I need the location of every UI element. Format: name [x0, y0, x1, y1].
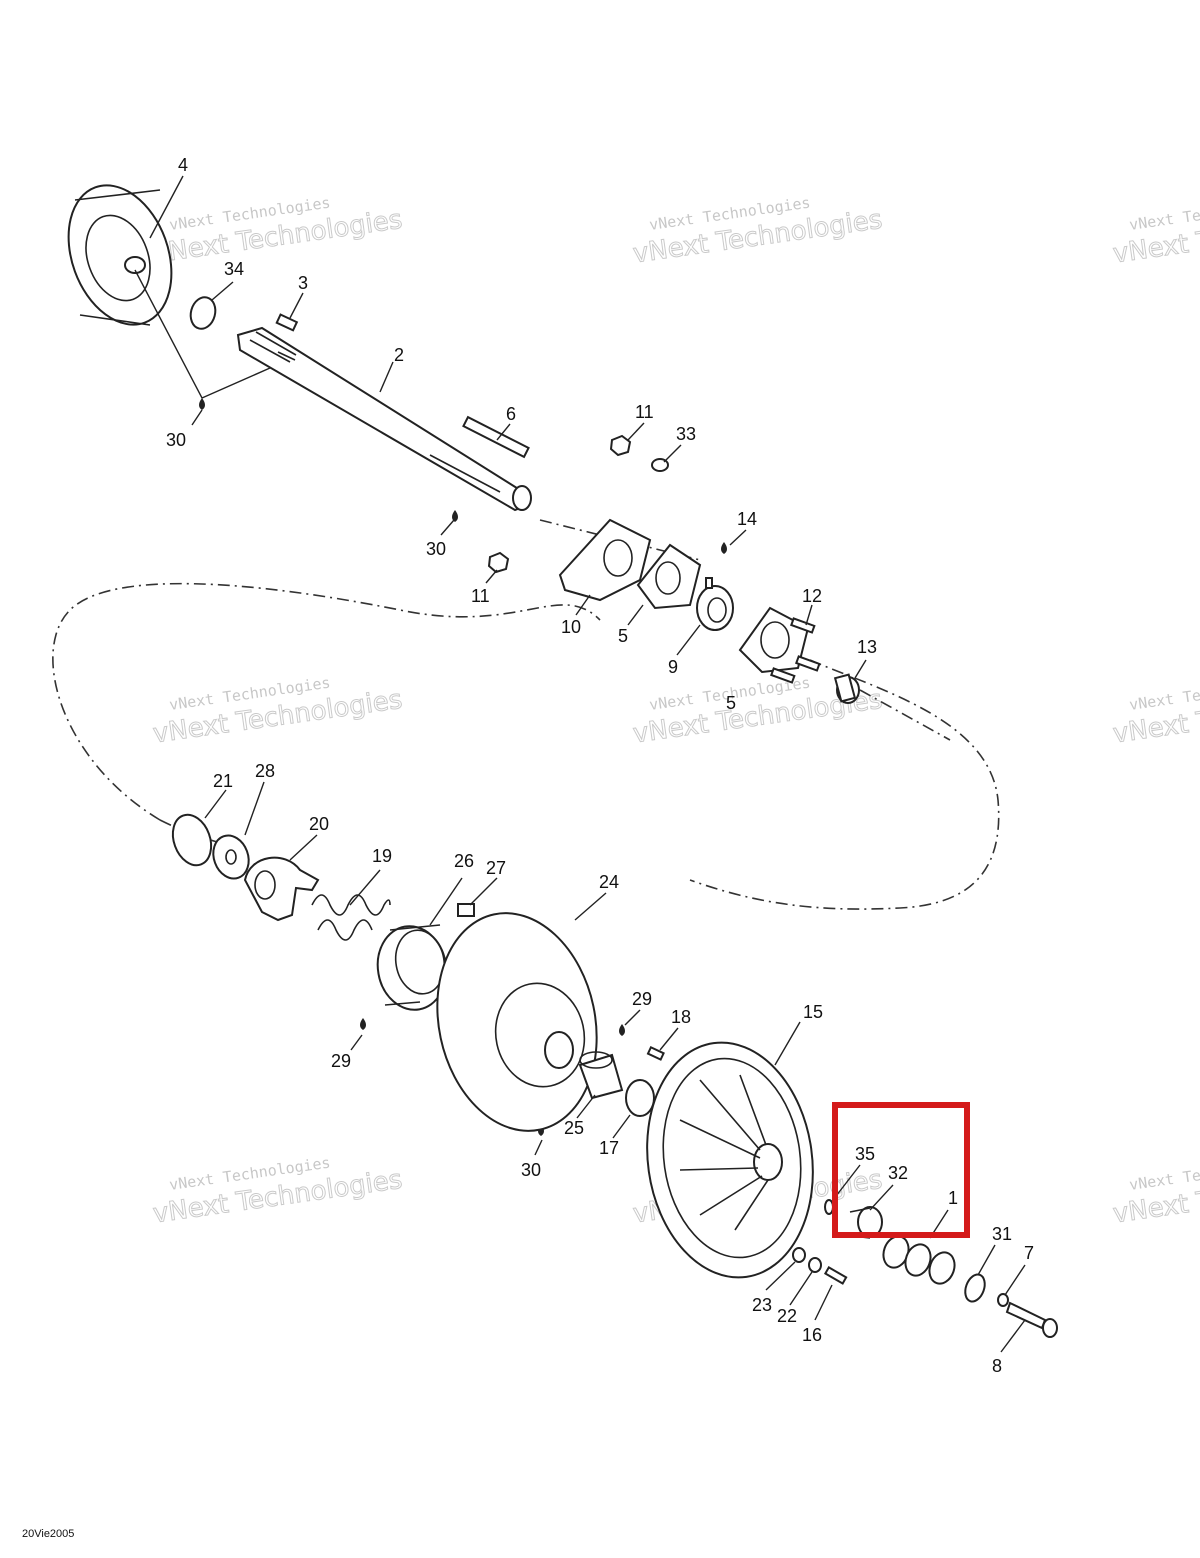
part-label: 19: [372, 846, 392, 866]
part-11-nut: [609, 434, 632, 457]
watermark: vNext Technologies vNext Technologies: [151, 1154, 405, 1230]
part-10-bracket-plate: [558, 518, 652, 602]
part-label: 17: [599, 1138, 619, 1158]
part-label: 10: [561, 617, 581, 637]
part-14-set-screw: [705, 577, 713, 589]
part-23-washer: [792, 1247, 806, 1263]
part-label: 12: [802, 586, 822, 606]
leader-lines: [134, 175, 1026, 1353]
part-label: 20: [309, 814, 329, 834]
part-28-washer: [212, 834, 250, 880]
part-label: 27: [486, 858, 506, 878]
part-label: 30: [521, 1160, 541, 1180]
part-label: 8: [992, 1356, 1002, 1376]
part-label: 25: [564, 1118, 584, 1138]
part-2-shaft: [236, 326, 532, 512]
part-label: 11: [635, 402, 654, 422]
part-18-key: [646, 1045, 665, 1061]
part-5-bearing-flange: [636, 543, 702, 610]
part-label: 35: [855, 1144, 875, 1164]
drive-belt-path: [52, 582, 1000, 910]
watermark: vNext Technologies vNext Technologies: [1111, 194, 1200, 270]
grease-drop-icon: [721, 542, 727, 554]
part-label: 6: [506, 404, 516, 424]
part-label: 31: [992, 1224, 1012, 1244]
part-label: 7: [1024, 1243, 1034, 1263]
part-17-washer: [625, 1079, 655, 1117]
watermark: vNext Technologies vNext Technologies: [631, 194, 885, 270]
part-label: 2: [394, 345, 404, 365]
part-4-pulley: [67, 184, 173, 326]
part-label: 26: [454, 851, 474, 871]
footer-code: 20Vie2005: [22, 1528, 75, 1540]
part-34-o-ring: [189, 296, 217, 330]
grease-drop-icon: [360, 1018, 366, 1030]
part-label: 4: [178, 155, 188, 175]
part-35-washer: [824, 1199, 834, 1215]
part-16-screw: [823, 1266, 848, 1285]
part-label: 11: [471, 586, 490, 606]
part-24-sliding-sheave: [436, 912, 598, 1132]
part-1-shim: [882, 1235, 956, 1285]
watermark: vNext Technologies vNext Technologies: [151, 674, 405, 750]
part-label: 32: [888, 1163, 908, 1183]
part-label: 9: [668, 657, 678, 677]
part-12-bolt: [770, 617, 821, 684]
part-label: 30: [166, 430, 186, 450]
part-25-bushing: [578, 1051, 624, 1100]
part-9-bearing: [696, 585, 734, 631]
part-20-cam: [243, 856, 320, 922]
grease-drop-icon: [452, 510, 458, 522]
part-19-spring: [311, 894, 391, 941]
watermark: vNext Technologies vNext Technologies: [1111, 674, 1200, 750]
part-label: 22: [777, 1306, 797, 1326]
part-label: 23: [752, 1295, 772, 1315]
part-label: 29: [632, 989, 652, 1009]
part-label: 16: [802, 1325, 822, 1345]
part-label: 3: [298, 273, 308, 293]
part-label: 15: [803, 1002, 823, 1022]
part-22-nut: [808, 1257, 822, 1273]
part-7-washer: [997, 1293, 1009, 1307]
part-15-fixed-sheave: [646, 1041, 814, 1279]
highlight-box: [832, 1102, 970, 1238]
part-31-washer: [964, 1273, 986, 1303]
part-label: 1: [948, 1188, 958, 1208]
part-label: 28: [255, 761, 275, 781]
part-label: 5: [726, 693, 736, 713]
part-6-key: [462, 415, 530, 459]
part-label: 29: [331, 1051, 351, 1071]
part-label: 24: [599, 872, 619, 892]
part-label: 21: [213, 771, 233, 791]
part-label: 18: [671, 1007, 691, 1027]
part-26-slider-ring: [376, 924, 448, 1011]
watermark: vNext Technologies vNext Technologies: [151, 194, 405, 270]
watermark: vNext Technologies vNext Technologies: [1111, 1154, 1200, 1230]
part-labels: 4 34 3 2 6 30 30 11 33 14 11 10 5 12 9 1…: [166, 155, 1034, 1376]
part-label: 33: [676, 424, 696, 444]
part-21-circlip: [171, 813, 213, 867]
grease-drop-icon: [619, 1024, 625, 1036]
part-3-key: [275, 313, 299, 332]
part-label: 5: [618, 626, 628, 646]
part-27-slider-button: [457, 903, 475, 917]
part-label: 14: [737, 509, 757, 529]
part-11-nut: [487, 551, 510, 574]
part-8-bolt: [1005, 1301, 1058, 1338]
grease-drop-icon: [199, 398, 205, 410]
part-13-bushing: [833, 673, 860, 704]
part-label: 13: [857, 637, 877, 657]
part-label: 30: [426, 539, 446, 559]
part-label: 34: [224, 259, 244, 279]
